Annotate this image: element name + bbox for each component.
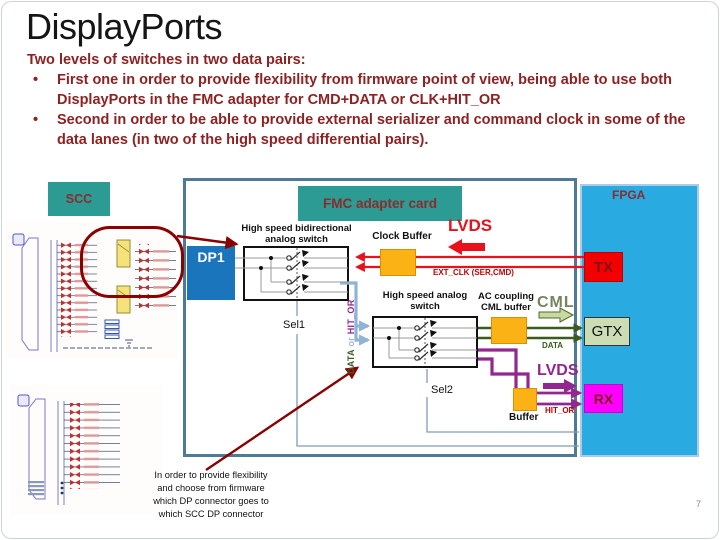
- switch1-label: High speed bidirectional analog switch: [241, 223, 352, 245]
- scc-schematic-bottom: [10, 385, 162, 515]
- gtx-box: GTX: [584, 317, 630, 346]
- clock-buffer-box: [380, 249, 416, 276]
- dp1-box: DP1: [187, 246, 235, 300]
- intro-text: Two levels of switches in two data pairs…: [27, 52, 306, 68]
- page-title: DisplayPorts: [26, 6, 223, 47]
- fmc-header: FMC adapter card: [298, 186, 462, 221]
- schematic-highlight-oval: [80, 226, 184, 298]
- sel1-label: Sel1: [283, 319, 306, 331]
- sel2-label: Sel2: [431, 384, 454, 396]
- cml-label: CML: [537, 294, 575, 311]
- cml-buffer-box: [491, 317, 527, 344]
- bullet-marker: •: [33, 72, 39, 88]
- switch2-label: High speed analog switch: [382, 290, 468, 312]
- ext-clk-label: EXT_CLK (SER,CMD): [433, 268, 514, 277]
- buffer-label: Buffer: [509, 412, 539, 423]
- bullet-item: • Second in order to be able to provide …: [27, 110, 691, 150]
- data-or-hitor-vertical-label: DATA or HIT_OR: [346, 299, 356, 374]
- tx-box: TX: [584, 252, 623, 282]
- bullet-item: • First one in order to provide flexibil…: [27, 70, 691, 110]
- fpga-label: FPGA: [612, 188, 646, 202]
- page-number: 7: [696, 499, 702, 509]
- bullet-text: Second in order to be able to provide ex…: [57, 112, 686, 148]
- bullet-list: • First one in order to provide flexibil…: [27, 70, 691, 150]
- scc-box: SCC: [48, 182, 110, 216]
- note-text: In order to provide flexibility and choo…: [153, 470, 269, 519]
- ac-coupling-label: AC coupling CML buffer: [478, 291, 534, 313]
- data-label: DATA: [542, 341, 564, 350]
- bullet-marker: •: [33, 112, 39, 128]
- lvds-top-label: LVDS: [448, 216, 493, 235]
- clock-buffer-label: Clock Buffer: [372, 231, 432, 242]
- switch1-box: [243, 246, 349, 301]
- rx-box: RX: [584, 384, 623, 413]
- bullet-text: First one in order to provide flexibilit…: [57, 72, 672, 108]
- hit-or-label: HIT_OR: [545, 406, 575, 415]
- hitor-buffer-box: [513, 388, 537, 411]
- lvds-bottom-label: LVDS: [537, 362, 579, 379]
- switch2-box: [372, 316, 478, 368]
